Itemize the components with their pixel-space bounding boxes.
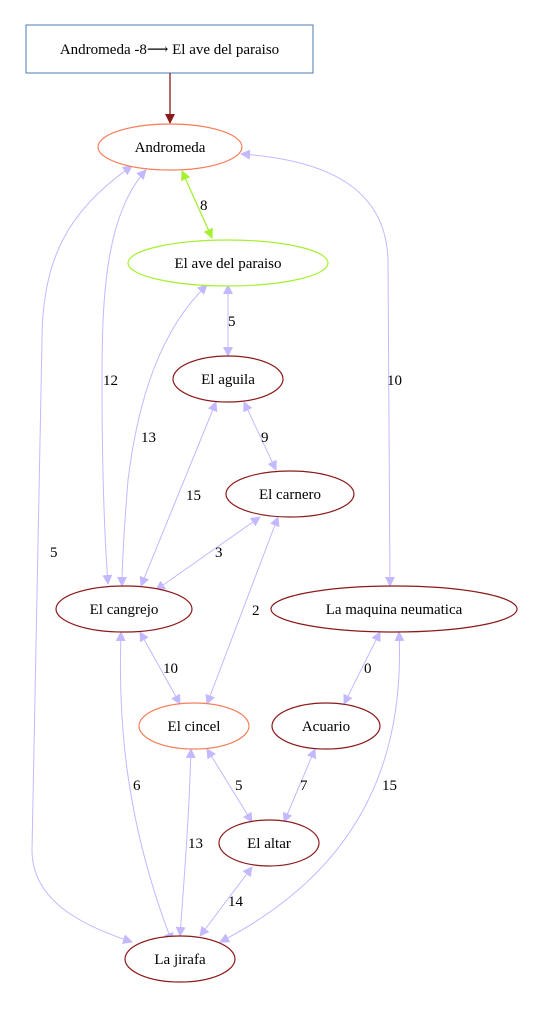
edge-label-cangrejo-cincel: 10 xyxy=(163,661,178,677)
edge-andromeda-jirafa xyxy=(31,165,133,944)
edge-label-cincel-jirafa: 13 xyxy=(188,836,203,852)
edge-label-maquina-jirafa: 15 xyxy=(382,778,397,794)
edge-andromeda-cangrejo xyxy=(101,169,147,585)
edge-label-ave-cangrejo: 13 xyxy=(141,430,156,446)
edges xyxy=(31,149,405,944)
header-label: Andromeda -8⟶ El ave del paraiso xyxy=(60,42,279,58)
edge-andromeda-ave xyxy=(181,170,213,239)
edge-cincel-altar xyxy=(206,748,253,823)
edge-label-carnero-cangrejo: 3 xyxy=(215,545,223,561)
node-ave[interactable]: El ave del paraiso xyxy=(127,239,329,287)
node-label-carnero: El carnero xyxy=(259,487,321,503)
edge-maquina-jirafa xyxy=(219,631,405,943)
edge-label-altar-jirafa: 14 xyxy=(228,894,244,910)
edge-label-carnero-cincel: 2 xyxy=(252,603,260,619)
edge-label-ave-aguila: 5 xyxy=(228,314,236,330)
node-label-ave: El ave del paraiso xyxy=(174,256,281,272)
node-label-maquina: La maquina neumatica xyxy=(326,602,463,618)
node-cincel[interactable]: El cincel xyxy=(138,702,250,750)
edge-label-andromeda-jirafa: 5 xyxy=(50,545,58,561)
node-andromeda[interactable]: Andromeda xyxy=(97,123,243,171)
node-label-acuario: Acuario xyxy=(302,719,350,735)
node-label-cangrejo: El cangrejo xyxy=(90,602,159,618)
node-label-aguila: El aguila xyxy=(201,372,255,388)
edge-label-aguila-cangrejo: 15 xyxy=(186,488,201,504)
edge-carnero-cangrejo xyxy=(155,516,261,591)
edge-label-andromeda-ave: 8 xyxy=(200,198,208,214)
edge-label-maquina-acuario: 0 xyxy=(364,661,372,677)
edge-labels: 8 5 12 10 13 9 15 5 3 2 10 0 6 5 7 15 13… xyxy=(50,198,402,910)
edge-ave-cangrejo xyxy=(117,284,208,587)
node-cangrejo[interactable]: El cangrejo xyxy=(55,585,193,633)
node-label-jirafa: La jirafa xyxy=(154,952,206,968)
edge-carnero-cincel xyxy=(205,516,280,705)
node-maquina[interactable]: La maquina neumatica xyxy=(270,585,518,633)
edge-label-andromeda-maquina: 10 xyxy=(387,373,402,389)
edge-andromeda-maquina xyxy=(240,149,395,587)
node-carnero[interactable]: El carnero xyxy=(225,470,355,518)
node-label-andromeda: Andromeda xyxy=(135,140,206,156)
nodes: Andromeda El ave del paraiso El aguila E… xyxy=(55,123,518,983)
edge-label-cangrejo-jirafa: 6 xyxy=(133,778,141,794)
edge-aguila-cangrejo xyxy=(139,401,218,587)
edge-aguila-carnero xyxy=(243,401,277,471)
edge-label-cincel-altar: 5 xyxy=(235,778,243,794)
node-acuario[interactable]: Acuario xyxy=(271,702,381,750)
edge-cincel-jirafa xyxy=(175,748,196,937)
edge-cangrejo-jirafa xyxy=(115,631,174,943)
node-aguila[interactable]: El aguila xyxy=(172,355,284,403)
node-label-cincel: El cincel xyxy=(168,719,221,735)
node-jirafa[interactable]: La jirafa xyxy=(124,935,236,983)
edge-altar-jirafa xyxy=(199,866,253,937)
edge-label-andromeda-cangrejo: 12 xyxy=(103,373,118,389)
header-box xyxy=(25,24,314,74)
node-label-altar: El altar xyxy=(247,836,291,852)
edge-label-acuario-altar: 7 xyxy=(300,778,308,794)
edge-label-aguila-carnero: 9 xyxy=(261,430,269,446)
node-altar[interactable]: El altar xyxy=(218,819,320,867)
edge-maquina-acuario xyxy=(343,631,381,705)
